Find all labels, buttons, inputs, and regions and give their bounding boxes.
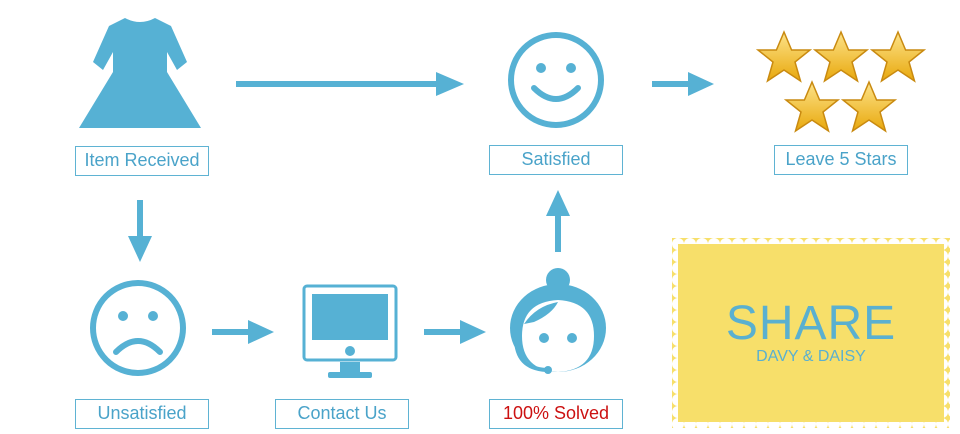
solved-label: 100% Solved [489,399,623,429]
arrow-right-to-satisfied [236,72,464,96]
item-received-label: Item Received [75,146,209,176]
arrow-right-to-stars [652,72,714,96]
contact-us-label: Contact Us [275,399,409,429]
leave-5-stars-label: Leave 5 Stars [774,145,908,175]
arrow-down-to-unsatisfied [128,200,152,262]
arrow-up-to-satisfied [546,190,570,252]
arrow-right-to-contact [212,320,274,344]
sad-face-icon [90,280,186,376]
share-title: SHARE [725,297,897,350]
support-agent-icon [510,268,606,374]
smiley-face-icon [508,32,604,128]
share-subtitle: DAVY & DAISY [756,348,866,365]
dress-icon [79,18,201,128]
five-stars-icon [757,31,925,132]
unsatisfied-label: Unsatisfied [75,399,209,429]
share-stamp [672,238,950,428]
satisfied-label: Satisfied [489,145,623,175]
computer-monitor-icon [302,284,398,378]
arrow-right-to-solved [424,320,486,344]
